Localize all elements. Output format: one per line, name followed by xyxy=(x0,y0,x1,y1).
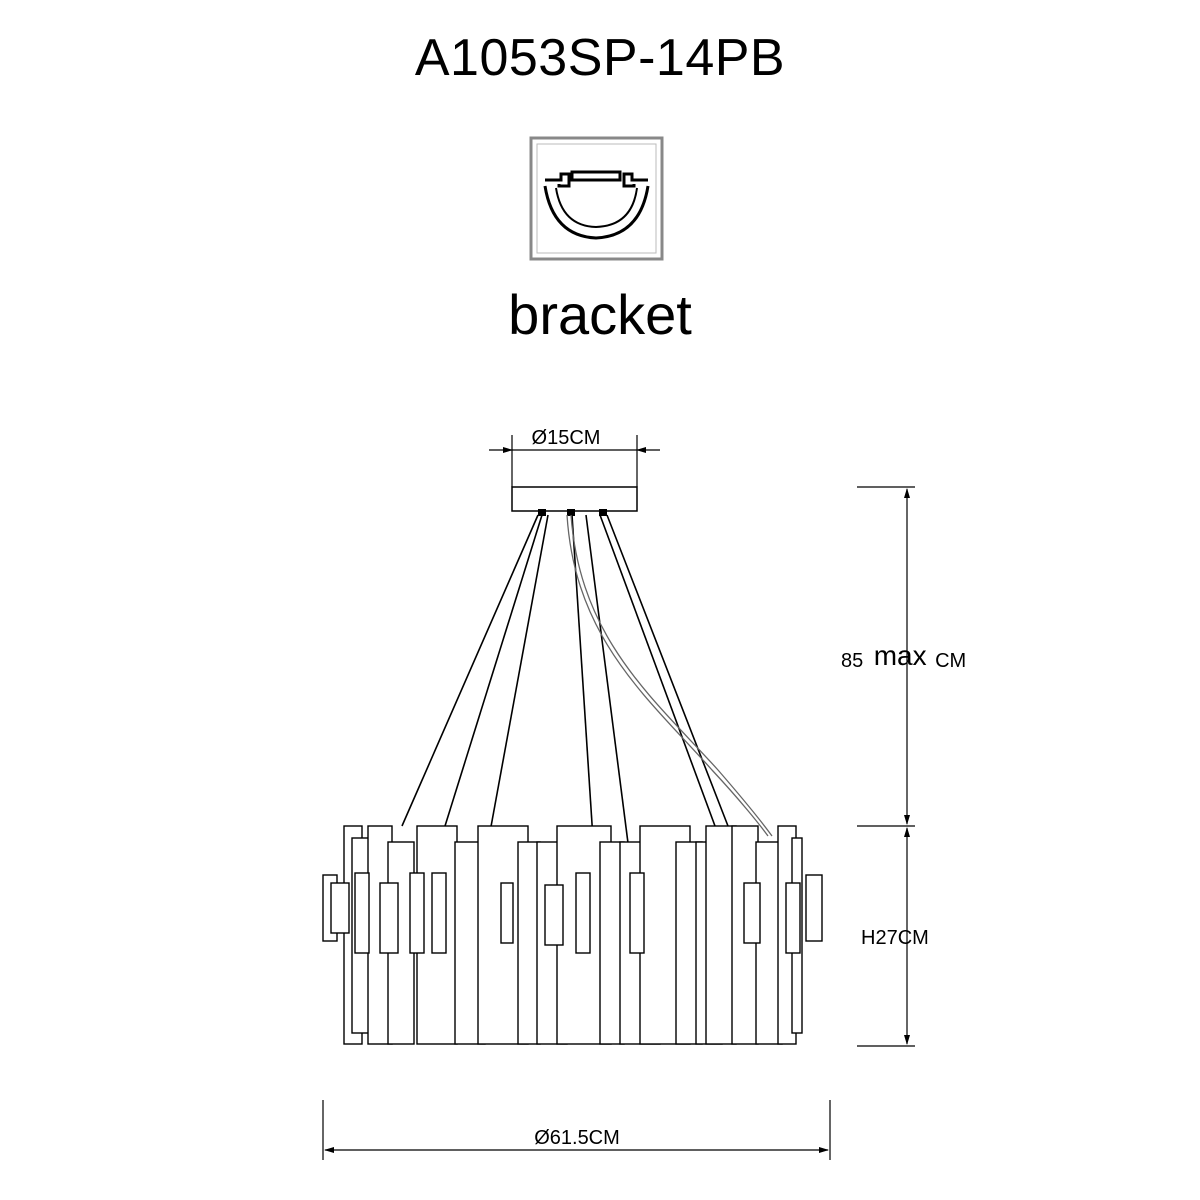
suspension-cables xyxy=(401,514,729,871)
drop-height-unit: CM xyxy=(935,650,966,672)
model-title: A1053SP-14PB xyxy=(414,29,786,87)
drop-height-value: 85 xyxy=(841,650,863,672)
canopy-diameter-dimension xyxy=(489,435,660,487)
body-height-dimension xyxy=(857,827,915,1047)
drop-height-max: max xyxy=(874,640,927,671)
body-diameter-label: Ø61.5CM xyxy=(534,1127,620,1149)
body-diameter-dimension xyxy=(322,1100,831,1160)
body-height-label: H27CM xyxy=(861,927,929,949)
drop-height-dimension xyxy=(857,486,915,827)
bracket-profile-icon xyxy=(529,136,664,261)
canopy xyxy=(511,486,638,516)
chandelier-body xyxy=(322,825,823,1045)
bracket-label: bracket xyxy=(508,283,692,346)
canopy-diameter-label: Ø15CM xyxy=(532,427,601,449)
power-cable xyxy=(566,514,773,837)
drop-height-label: 85 max CM xyxy=(841,640,966,672)
